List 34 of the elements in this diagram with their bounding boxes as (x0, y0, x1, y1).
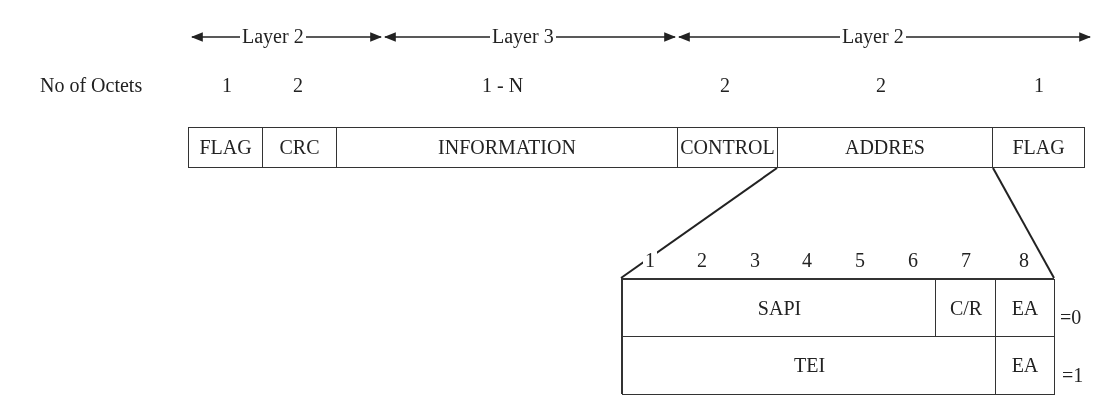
octet-count: 1 (222, 75, 232, 95)
octet-count: 2 (720, 75, 730, 95)
field-cell: ADDRES (777, 127, 993, 168)
field-cell: EA (995, 336, 1055, 395)
octet-count: 1 - N (482, 75, 524, 95)
field-cell: C/R (935, 279, 997, 337)
octet-count: 2 (293, 75, 303, 95)
bit-number: 5 (855, 250, 865, 270)
bit-number: 1 (643, 250, 657, 270)
expansion-line (620, 167, 778, 279)
field-table (621, 278, 1054, 394)
field-cell: FLAG (992, 127, 1085, 168)
field-cell: SAPI (622, 279, 937, 337)
bit-number: 6 (908, 250, 918, 270)
bit-number: 2 (697, 250, 707, 270)
field-cell: CRC (262, 127, 337, 168)
octet-count: 2 (876, 75, 886, 95)
field-cell: TEI (622, 336, 997, 395)
bit-number: 3 (750, 250, 760, 270)
bit-value: =1 (1062, 365, 1084, 385)
field-cell: INFORMATION (336, 127, 678, 168)
bit-number: 8 (1019, 250, 1029, 270)
layer-label: Layer 2 (240, 26, 306, 46)
field-cell: FLAG (188, 127, 263, 168)
bit-number: 4 (802, 250, 812, 270)
field-cell: CONTROL (677, 127, 778, 168)
octet-count: 1 (1034, 75, 1044, 95)
expansion-line (992, 167, 1055, 279)
bit-value: =0 (1060, 307, 1082, 327)
layer-label: Layer 3 (490, 26, 556, 46)
layer-label: Layer 2 (840, 26, 906, 46)
field-cell: EA (995, 279, 1055, 337)
row-heading: No of Octets (40, 75, 143, 95)
bit-number: 7 (961, 250, 971, 270)
